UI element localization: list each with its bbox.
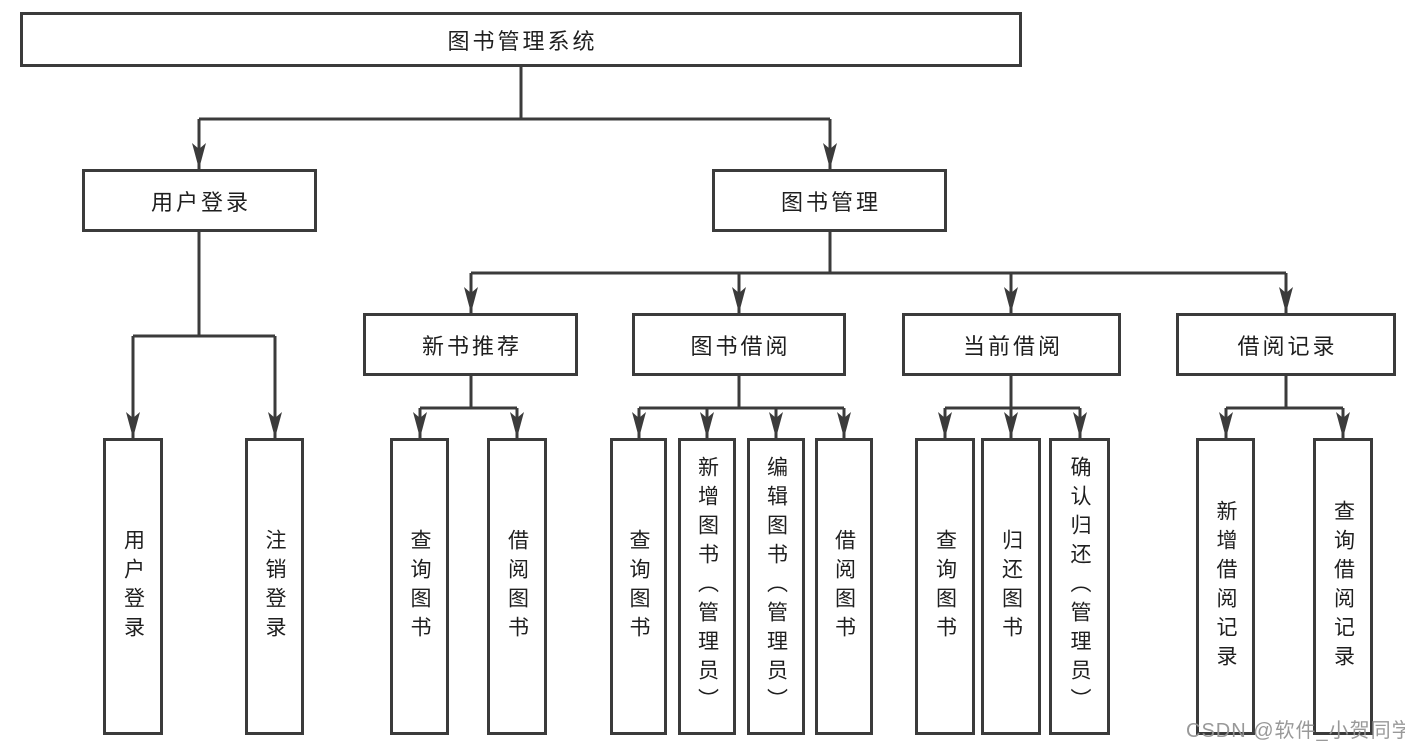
node-new-book-recommend: 新书推荐 [363, 313, 578, 376]
node-label: 借阅记录 [1237, 333, 1338, 359]
node-label: 新增借阅记录 [1214, 499, 1237, 674]
node-label: 归还图书 [999, 528, 1023, 645]
leaf-query-books: 查询图书 [610, 438, 667, 735]
node-label: 图书管理系统 [447, 28, 598, 54]
connector-user-login [131, 232, 277, 438]
node-current-borrow: 当前借阅 [902, 313, 1121, 376]
node-label: 查询借阅记录 [1331, 499, 1355, 674]
node-label: 查询图书 [408, 528, 431, 645]
arrowheads [126, 143, 1350, 438]
node-label: 用户登录 [150, 189, 251, 215]
node-label: 查询图书 [627, 528, 650, 645]
node-label: 新书推荐 [421, 333, 522, 359]
node-label: 确认归还（管理员） [1068, 456, 1091, 717]
node-label: 编辑图书（管理员） [764, 456, 788, 717]
leaf-confirm-return-admin: 确认归还（管理员） [1049, 438, 1110, 735]
node-label: 借阅图书 [505, 528, 529, 645]
node-library-management-system: 图书管理系统 [20, 12, 1022, 67]
node-label: 当前借阅 [962, 333, 1063, 359]
leaf-query-books-recommend: 查询图书 [390, 438, 449, 735]
connector-book-borrow [637, 376, 846, 438]
connector-new-book-rec [418, 376, 519, 438]
leaf-add-borrow-record: 新增借阅记录 [1196, 438, 1255, 735]
node-label: 借阅图书 [832, 528, 856, 645]
leaf-return-books: 归还图书 [981, 438, 1041, 735]
leaf-borrow-books-recommend: 借阅图书 [487, 438, 547, 735]
leaf-logout: 注销登录 [245, 438, 304, 735]
node-label: 查询图书 [933, 528, 957, 645]
leaf-user-login: 用户登录 [103, 438, 163, 735]
leaf-add-books-admin: 新增图书（管理员） [678, 438, 736, 735]
node-book-management: 图书管理 [712, 169, 947, 232]
node-label: 图书借阅 [690, 333, 791, 359]
node-user-login: 用户登录 [82, 169, 317, 232]
leaf-edit-books-admin: 编辑图书（管理员） [747, 438, 805, 735]
node-book-borrow: 图书借阅 [632, 313, 846, 376]
connector-root [197, 67, 832, 169]
leaf-query-books-current: 查询图书 [915, 438, 975, 735]
node-label: 新增图书（管理员） [695, 456, 719, 717]
connector-book-mgmt [469, 232, 1288, 313]
node-borrow-record: 借阅记录 [1176, 313, 1396, 376]
node-label: 注销登录 [263, 528, 286, 645]
node-label: 用户登录 [121, 528, 145, 645]
leaf-borrow-books: 借阅图书 [815, 438, 873, 735]
node-label: 图书管理 [780, 189, 881, 215]
connector-lines [131, 67, 1345, 438]
connector-borrow-record [1224, 376, 1345, 438]
csdn-watermark: CSDN @软件_小贺同学 [1186, 720, 1405, 742]
leaf-query-borrow-record: 查询借阅记录 [1313, 438, 1373, 735]
